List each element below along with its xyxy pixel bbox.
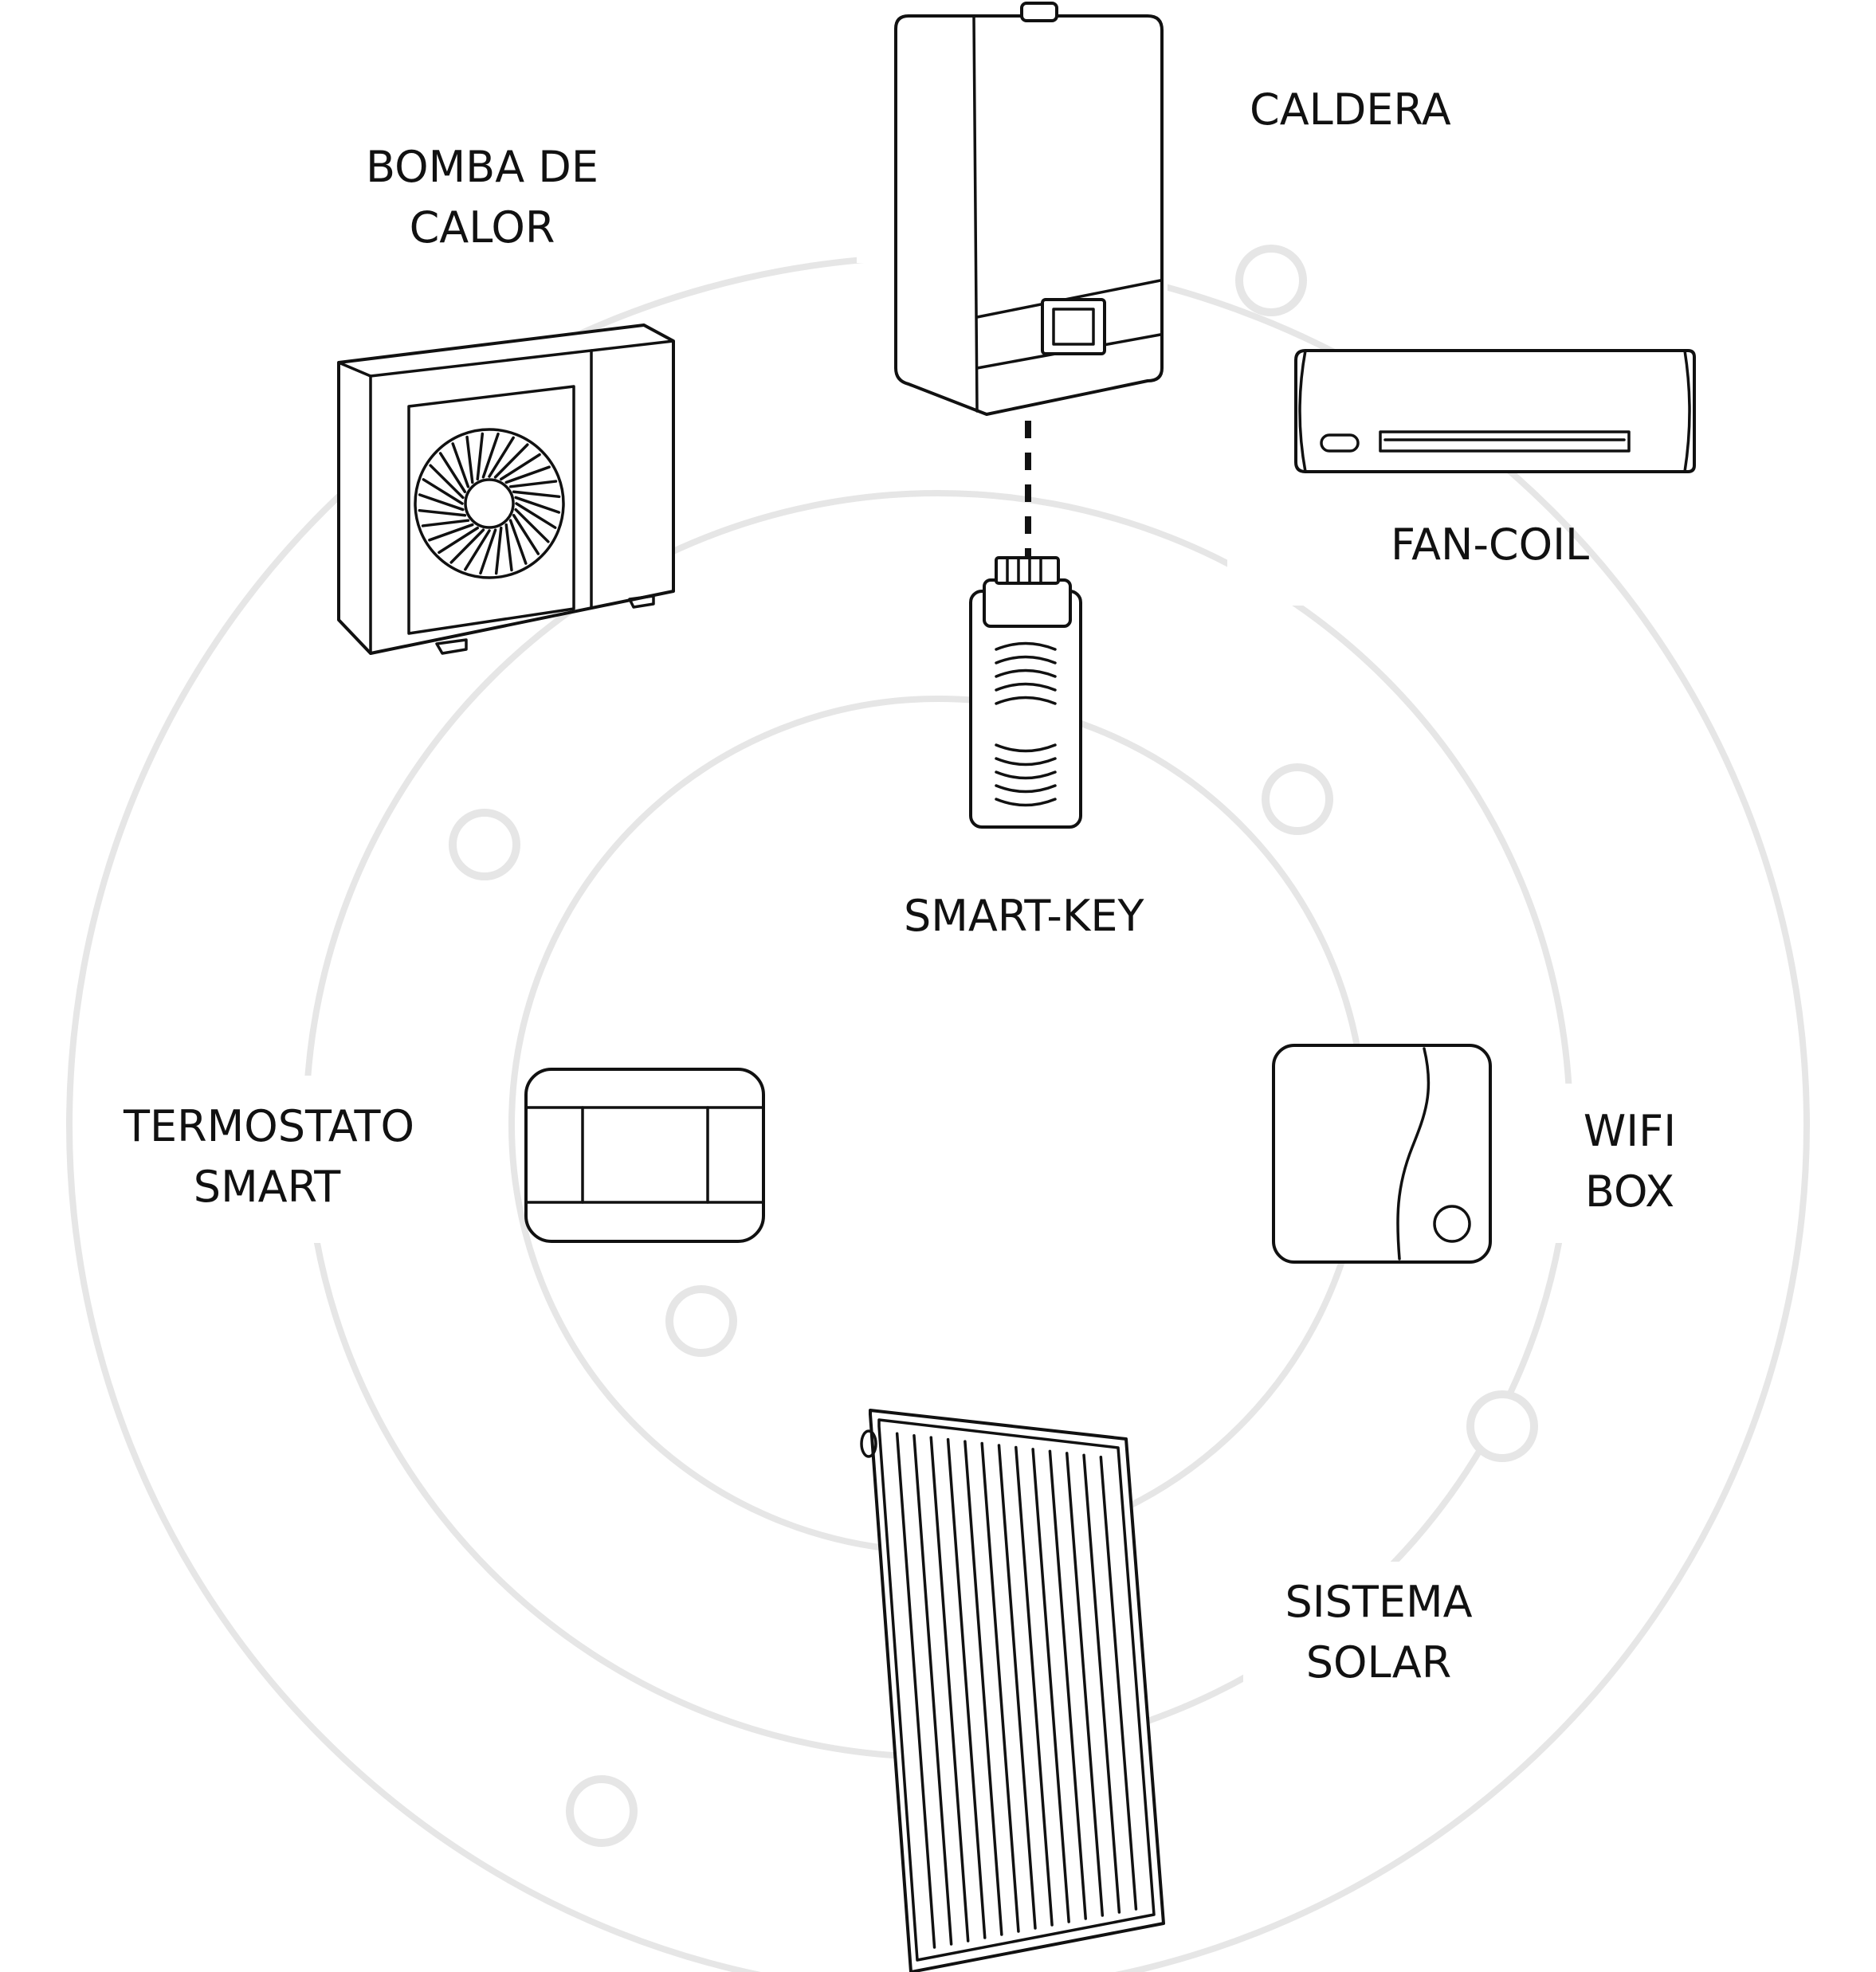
solar-tube [946,1437,987,1939]
fan-blade [494,526,503,575]
solar-panel-icon [860,1409,1165,1972]
label-termostato-smart: TERMOSTATO SMART [124,1096,415,1217]
fan-blade [481,432,500,479]
ring-node [566,1775,638,1847]
fan-blade [422,478,464,505]
ring-node [1262,763,1333,835]
fan-blade [493,443,529,479]
fan-blade [504,465,551,484]
bomba-line1: BOMBA DE [365,142,599,192]
ring-node [1466,1390,1538,1462]
fan-blade [504,523,513,572]
ring-node [1235,245,1307,316]
fan-blade [429,464,465,500]
solar-tubes [895,1432,1138,1949]
smart-key-icon [969,556,1082,829]
fan-blade [488,436,515,478]
ring-node [665,1285,737,1357]
fan-blade [418,493,465,512]
label-fan-coil: FAN-COIL [1391,515,1589,575]
fan-blade [418,508,467,517]
solar-tube [1065,1452,1105,1917]
solar-tube [980,1441,1020,1933]
fan-blade [438,526,479,555]
smartkey-text: SMART-KEY [904,891,1144,941]
fan-blade [421,519,470,527]
solar-line2: SOLAR [1305,1637,1452,1688]
ring-nodes [449,245,1538,1847]
fan-blade [464,529,491,571]
fan-blade [515,502,557,529]
caldera-text: CALDERA [1250,84,1451,135]
wifi-line2: BOX [1584,1166,1675,1217]
heat-pump-icon [337,323,675,655]
smart-key-grille [995,641,1057,807]
fan-blade [514,508,550,543]
label-bomba-de-calor: BOMBA DE CALOR [363,137,602,258]
boiler-icon [889,2,1168,418]
termostato-line1: TERMOSTATO [124,1101,415,1151]
fan-blade [428,523,474,542]
solar-tube [1031,1448,1070,1923]
solar-tube [964,1440,1003,1936]
solar-line1: SISTEMA [1285,1577,1473,1627]
fan-blade [514,496,561,514]
solar-tube [1082,1453,1121,1914]
fan-blade [512,514,540,555]
bomba-line2: CALOR [409,202,555,253]
fan-blades [418,432,561,575]
label-caldera: CALDERA [1250,80,1451,140]
fan-blade [476,432,485,481]
fan-blade [449,528,485,564]
solar-tube [1015,1445,1054,1927]
solar-tube [912,1433,953,1946]
fan-blade [438,452,467,493]
fan-blade [508,480,558,488]
fan-blade [508,519,528,565]
label-sistema-solar: SISTEMA SOLAR [1275,1572,1482,1693]
solar-tube [1099,1456,1138,1911]
fan-icon [414,428,565,579]
wifi-line1: WIFI [1583,1106,1677,1156]
label-smart-key: SMART-KEY [904,886,1144,947]
label-wifi-box: WIFI BOX [1566,1101,1694,1222]
solar-tube [895,1432,936,1949]
fan-blade [465,435,474,484]
fan-blade [479,528,497,575]
fan-blade [451,442,470,488]
ring-node [449,809,520,880]
smart-thermostat-icon [524,1068,765,1243]
fan-coil-icon [1294,349,1696,473]
fan-blade [500,453,541,481]
fancoil-text: FAN-COIL [1391,519,1590,570]
wifi-box-icon [1272,1044,1492,1264]
solar-tube [1048,1449,1087,1920]
termostato-line2: SMART [193,1162,341,1212]
solar-tube [929,1436,970,1943]
solar-tube [997,1444,1037,1930]
fan-blade [512,490,561,499]
